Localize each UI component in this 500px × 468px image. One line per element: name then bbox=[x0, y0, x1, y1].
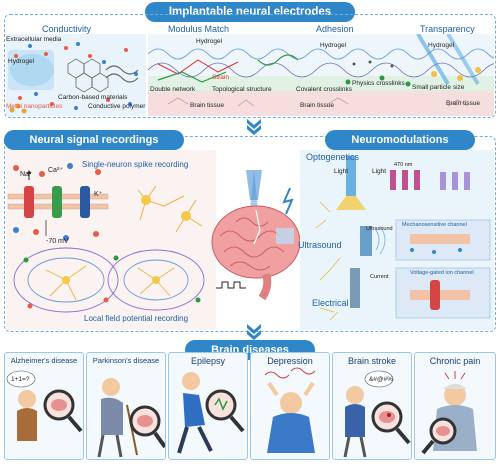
alzheimers-figure bbox=[6, 370, 83, 441]
electrical-label: Electrical bbox=[312, 298, 349, 308]
extracellular-label: Extracellular media bbox=[6, 36, 62, 43]
alz-speech: 1+1=? bbox=[11, 376, 30, 383]
brain-tissue-label-2: Brain tissue bbox=[300, 102, 334, 109]
strain-label: Strain bbox=[212, 74, 229, 81]
disease-title-pain: Chronic pain bbox=[429, 356, 481, 366]
depression-figure bbox=[264, 367, 316, 453]
brain-tissue-label-3: Brain tissue bbox=[446, 100, 480, 107]
disease-title-parkinsons: Parkinson's disease bbox=[92, 356, 160, 365]
optogenetics-label: Optogenetics bbox=[306, 152, 360, 162]
small-particle-label: Small particle size bbox=[412, 84, 465, 91]
topological-label: Topological structure bbox=[212, 86, 272, 93]
down-arrow-2 bbox=[247, 324, 261, 340]
stroke-figure bbox=[343, 370, 411, 458]
wavelength-label: 470 nm bbox=[394, 162, 413, 168]
recordings-banner: Neural signal recordings bbox=[4, 130, 184, 150]
middle-panel bbox=[4, 136, 496, 332]
transparency-title: Transparency bbox=[420, 24, 475, 34]
physics-label: Physics crosslinks bbox=[352, 80, 405, 87]
single-neuron-label: Single-neuron spike recording bbox=[82, 160, 189, 169]
hydrogel-illustration bbox=[148, 34, 494, 116]
voltage-gated-label: Voltage-gated ion channel bbox=[410, 270, 474, 276]
disease-title-depression: Depression bbox=[267, 356, 313, 366]
conductivity-illustration bbox=[6, 34, 146, 116]
parkinsons-figure bbox=[97, 378, 165, 458]
stroke-speech: &#@#% bbox=[369, 376, 393, 383]
brain-illustration bbox=[211, 170, 301, 300]
ultrasound-label: Ultrasound bbox=[298, 240, 342, 250]
ion-k: K⁺ bbox=[94, 191, 103, 198]
light-label-1: Light bbox=[334, 168, 349, 175]
hydrogel-label-1: Hydrogel bbox=[8, 58, 35, 65]
disease-title-alzheimers: Alzheimer's disease bbox=[10, 356, 78, 365]
lfp-label: Local field potential recording bbox=[84, 314, 189, 323]
carbon-label: Carbon-based materials bbox=[58, 94, 128, 101]
mechano-label: Mechanosensitive channel bbox=[402, 222, 467, 228]
disease-title-stroke: Brain stroke bbox=[347, 356, 397, 366]
covalent-label: Covalent crosslinks bbox=[296, 86, 352, 93]
pain-figure bbox=[421, 371, 477, 455]
ultrasound-small-label: Ultrasound bbox=[366, 226, 393, 232]
down-arrow-1 bbox=[247, 119, 261, 135]
disease-card-parkinsons: Parkinson's disease bbox=[86, 352, 166, 460]
top-banner: Implantable neural electrodes bbox=[145, 2, 355, 22]
light-label-2: Light bbox=[372, 168, 387, 175]
cond-poly-label: Conductive polymer bbox=[88, 103, 146, 110]
disease-card-pain: Chronic pain bbox=[414, 352, 496, 460]
hydrogel-label-4: Hydrogel bbox=[428, 42, 455, 49]
recordings-illustration bbox=[6, 150, 216, 330]
conductivity-title: Conductivity bbox=[42, 24, 92, 34]
adhesion-title: Adhesion bbox=[316, 24, 354, 34]
disease-card-epilepsy: Epilepsy bbox=[168, 352, 248, 460]
neuromod-banner: Neuromodulations bbox=[325, 130, 475, 150]
hydrogel-label-3: Hydrogel bbox=[320, 42, 347, 49]
voltage-label: -70 mV bbox=[46, 238, 69, 245]
neuromod-illustration bbox=[300, 150, 494, 330]
current-label: Current bbox=[370, 274, 389, 280]
ion-na: Na⁺ bbox=[20, 171, 33, 178]
modulus-title: Modulus Match bbox=[168, 24, 230, 34]
double-network-label: Double network bbox=[150, 86, 196, 93]
top-panel bbox=[4, 14, 496, 118]
metal-np-label: Metal nanoparticles bbox=[6, 103, 63, 110]
hydrogel-label-2: Hydrogel bbox=[196, 38, 223, 45]
disease-title-epilepsy: Epilepsy bbox=[190, 356, 226, 366]
ion-ca: Ca²⁺ bbox=[48, 167, 63, 174]
disease-card-alzheimers: Alzheimer's disease 1+1=? bbox=[4, 352, 84, 460]
disease-card-depression: Depression bbox=[250, 352, 330, 460]
brain-tissue-label-1: Brain tissue bbox=[190, 102, 224, 109]
epilepsy-figure bbox=[177, 372, 245, 454]
disease-card-stroke: Brain stroke &#@#% bbox=[332, 352, 412, 460]
